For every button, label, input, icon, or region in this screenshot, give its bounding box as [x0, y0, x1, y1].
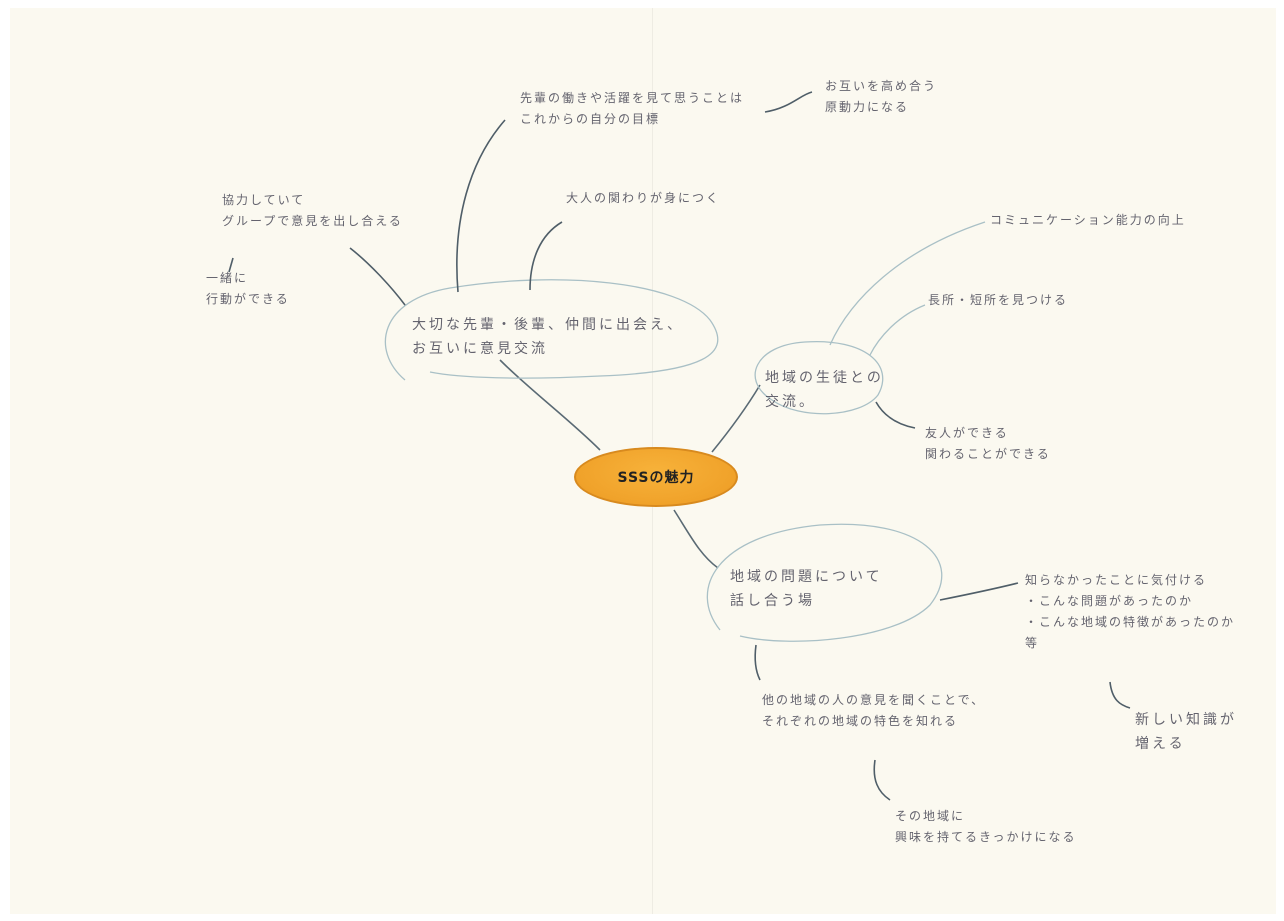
note-group-action: 協力していて グループで意見を出し合える — [222, 193, 403, 228]
note-mutual-growth: お互いを高め合う 原動力になる — [825, 79, 938, 114]
link-center-values — [499, 359, 601, 451]
bubble-issues — [706, 523, 943, 642]
branch-local-issues: 地域の問題について 話し合う場 — [730, 569, 883, 609]
bubble-values — [384, 279, 719, 381]
note-relationships: 大人の関わりが身につく — [566, 191, 721, 205]
link-values-group — [349, 247, 406, 306]
link-group-act — [228, 257, 234, 273]
branch-values: 大切な先輩・後輩、仲間に出会え、 お互いに意見交流 — [412, 317, 684, 357]
branch-local-exchange: 地域の生徒との 交流。 — [765, 370, 884, 410]
link-exchange-communication — [829, 221, 986, 346]
note-awareness: 知らなかったことに気付ける ・こんな問題があったのか ・こんな地域の特徴があった… — [1025, 573, 1236, 650]
link-center-exchange — [711, 384, 761, 453]
central-topic-label: SSSの魅力 — [617, 470, 695, 486]
link-regional-other — [873, 759, 891, 801]
link-seniors-growth — [764, 91, 813, 113]
note-friends: 友人ができる 関わることができる — [925, 426, 1051, 461]
note-act-together: 一緒に 行動ができる — [206, 271, 290, 306]
link-center-issues — [673, 509, 719, 569]
note-seniors-work: 先輩の働きや活躍を見て思うことは これからの自分の目標 — [520, 91, 745, 126]
link-values-relationships — [529, 221, 563, 291]
link-issues-awareness — [939, 582, 1019, 601]
link-exchange-strengths — [869, 304, 926, 356]
link-issues-regional — [754, 644, 761, 681]
link-values-seniors — [456, 119, 506, 293]
note-other-regions: その地域に 興味を持てるきっかけになる — [895, 809, 1077, 844]
note-strengths: 長所・短所を見つける — [928, 293, 1069, 307]
note-communication: コミュニケーション能力の向上 — [990, 213, 1186, 227]
bubble-exchange — [754, 340, 884, 415]
link-exchange-friends — [875, 401, 916, 429]
note-regional-diff: 他の地域の人の意見を聞くことで、 それぞれの地域の特色を知れる — [762, 693, 986, 728]
central-topic-node: SSSの魅力 — [574, 447, 738, 507]
link-awareness-knowledge — [1109, 681, 1131, 709]
note-new-knowledge: 新しい知識が 増える — [1135, 712, 1237, 752]
